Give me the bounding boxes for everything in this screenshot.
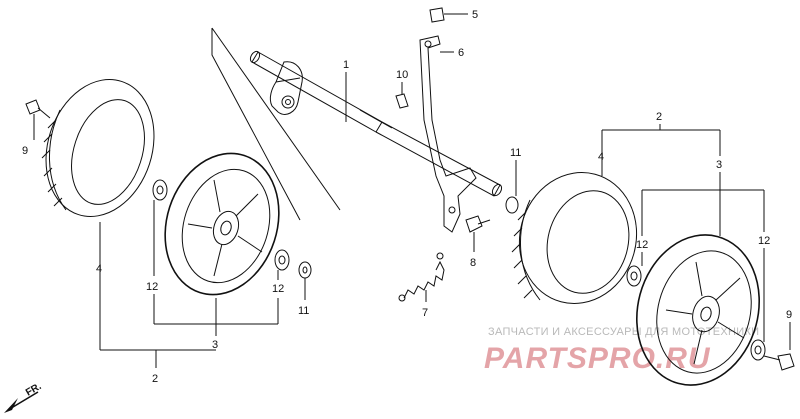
axle-left-bracket [269,61,303,115]
callout-spring: 7 [422,307,428,319]
callout-bracket: 6 [458,47,464,59]
left-wheel [164,152,280,296]
axle [249,50,503,197]
callout-bearing-right-2: 12 [758,235,770,247]
callout-plate: 5 [472,9,478,21]
callout-nut: 10 [396,69,408,81]
callout-bearing-left-1: 12 [146,281,158,293]
callout-bearing-left-2: 12 [272,283,284,295]
left-tire [41,79,155,217]
callout-assy-right: 2 [656,111,662,123]
callout-tire-right: 4 [598,151,604,163]
callout-wheel-left: 3 [212,339,218,351]
direction-label: FR. [24,381,44,399]
right-bolt [763,353,795,371]
bracket-assembly [395,7,477,233]
callout-wheel-right: 3 [716,159,722,171]
leader-lines [33,13,791,368]
spring [398,252,445,302]
callout-washer-center: 11 [510,147,521,159]
callout-assy-left: 2 [152,373,158,385]
callout-bolt-center: 8 [470,257,476,269]
left-bearings [152,179,312,279]
watermark-logo: PARTSPRO.RU [484,342,711,375]
callout-bolt-right: 9 [786,309,792,321]
center-bolt [465,215,491,233]
right-bearings [626,265,766,361]
callout-tire-left: 4 [96,263,102,275]
callout-axle: 1 [343,59,349,71]
right-washer [505,196,519,214]
plate-part [429,7,445,23]
direction-arrow [4,391,39,413]
right-wheel [635,234,761,386]
left-bolt [25,99,51,119]
watermark-tagline: ЗАПЧАСТИ И АКСЕССУАРЫ ДЛЯ МОТОТЕХНИКИ [488,326,759,338]
nut-part [395,93,409,109]
callout-washer-left: 11 [298,305,309,317]
callout-bearing-right-1: 12 [636,239,648,251]
callout-bolt-left: 9 [22,145,28,157]
right-tire [511,172,638,304]
